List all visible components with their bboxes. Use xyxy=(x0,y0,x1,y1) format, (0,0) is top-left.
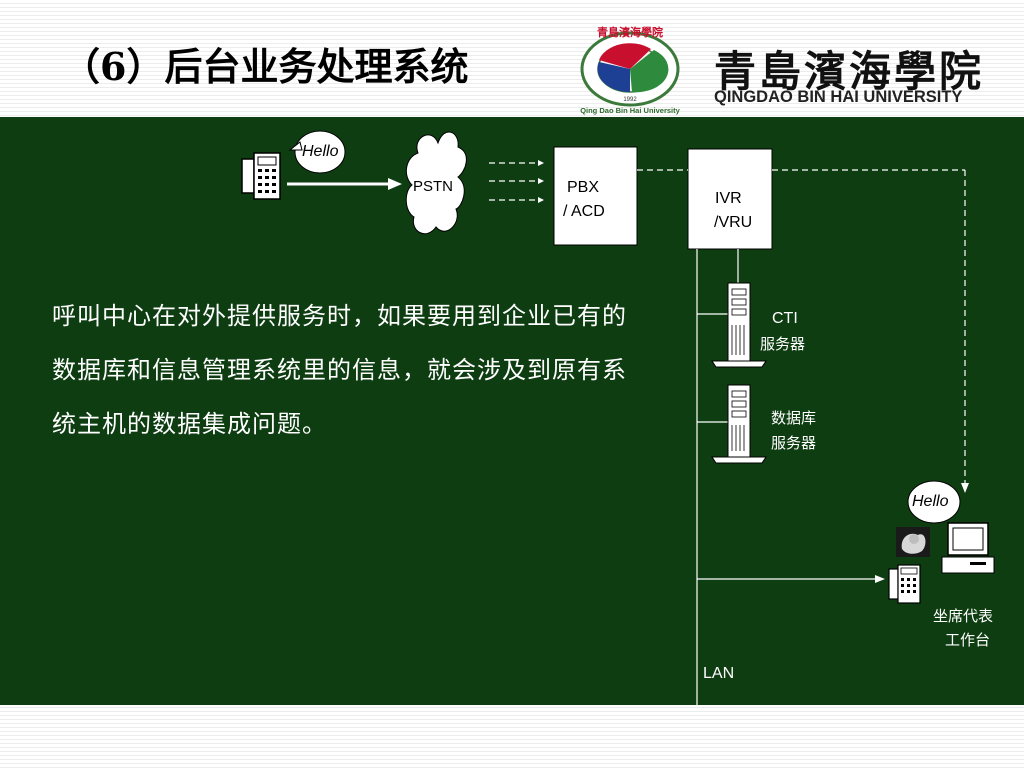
caller-hello-bubble xyxy=(288,130,346,174)
pbx-label-line1: PBX xyxy=(567,179,600,196)
emblem-top-text: 青島濱海學院 xyxy=(597,25,663,39)
pstn-to-pbx-dashed-arrows xyxy=(489,162,538,201)
lan-to-agent-arrow xyxy=(875,575,885,583)
emblem-year: 1992 xyxy=(623,97,637,103)
cti-label-line1: CTI xyxy=(772,310,798,327)
main-panel: Hello PSTN PBX / ACD IVR /VRU CTI 服务器 数据… xyxy=(0,117,1024,705)
call-center-diagram xyxy=(241,130,995,705)
caller-telephone-icon xyxy=(241,152,281,200)
emblem-bottom-text: Qing Dao Bin Hai University xyxy=(580,106,680,115)
university-emblem: 青島濱海學院 Qing Dao Bin Hai University 1992 xyxy=(580,25,680,115)
agent-telephone-icon xyxy=(888,564,921,604)
pbx-acd-box xyxy=(553,146,638,246)
ivr-label-line1: IVR xyxy=(715,190,742,207)
agent-label-line2: 工作台 xyxy=(945,631,991,649)
agent-label-line1: 坐席代表 xyxy=(933,607,994,625)
university-name-en: QINGDAO BIN HAI UNIVERSITY xyxy=(714,88,963,106)
cti-label-line2: 服务器 xyxy=(760,335,806,353)
desktop-computer-icon xyxy=(941,522,995,574)
cti-server-icon xyxy=(711,282,767,368)
pstn-cloud-icon xyxy=(405,131,467,235)
caller-hello-text: Hello xyxy=(302,143,339,160)
pbx-label-line2: / ACD xyxy=(563,203,605,220)
db-label-line1: 数据库 xyxy=(771,409,817,427)
dashed-routing-line xyxy=(637,169,966,485)
caller-to-pstn-arrow xyxy=(287,178,402,190)
pstn-label: PSTN xyxy=(413,178,454,195)
agent-hello-text: Hello xyxy=(912,493,949,510)
database-server-icon xyxy=(711,384,767,464)
emblem-red-segment xyxy=(599,43,651,69)
db-label-line2: 服务器 xyxy=(771,434,817,452)
headset-operator-icon xyxy=(896,527,930,557)
ivr-label-line2: /VRU xyxy=(714,214,753,231)
agent-hello-bubble xyxy=(907,480,961,524)
lan-label: LAN xyxy=(703,665,735,682)
emblem-blue-segment xyxy=(597,62,630,93)
lan-backbone xyxy=(696,249,875,705)
ivr-vru-box xyxy=(687,148,773,250)
slide-title: （6）后台业务处理系统 xyxy=(62,44,469,89)
emblem-green-segment xyxy=(630,50,669,93)
body-paragraph: 呼叫中心在对外提供服务时，如果要用到企业已有的数据库和信息管理系统里的信息，就会… xyxy=(52,302,627,438)
university-name-cn: 青島濱海學院 xyxy=(714,47,985,96)
dashed-arrow-head xyxy=(961,483,969,493)
